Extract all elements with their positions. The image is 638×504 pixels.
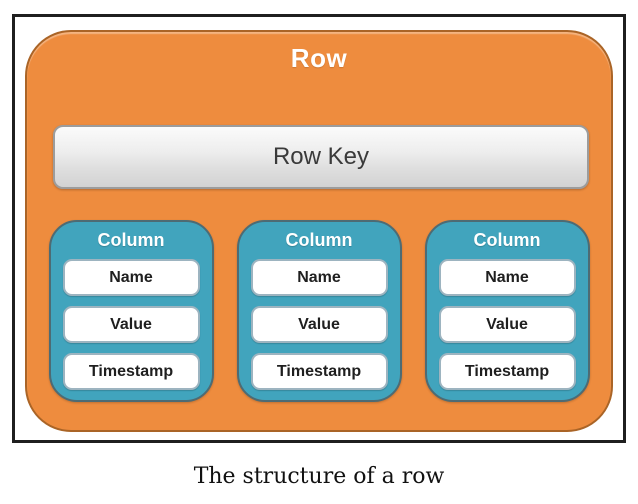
field-name: Name (62, 259, 200, 296)
field-name: Name (438, 259, 576, 296)
field-name: Name (250, 259, 388, 296)
column-fields: Name Value Timestamp (239, 259, 400, 400)
column-title: Column (285, 230, 353, 250)
field-timestamp: Timestamp (62, 353, 200, 390)
field-timestamp: Timestamp (250, 353, 388, 390)
figure-caption: The structure of a row (193, 464, 445, 489)
column-box-2: Column Name Value Timestamp (236, 220, 402, 402)
column-title: Column (473, 230, 541, 250)
row-container: Row Row Key Column Name Value Timestamp … (25, 30, 613, 432)
column-fields: Name Value Timestamp (51, 259, 212, 400)
column-fields: Name Value Timestamp (427, 259, 588, 400)
row-key-label: Row Key (272, 143, 370, 170)
column-box-3: Column Name Value Timestamp (424, 220, 590, 402)
columns-group: Column Name Value Timestamp Column Name … (27, 220, 611, 402)
row-title: Row (290, 43, 348, 73)
row-key-bar: Row Key (53, 125, 589, 189)
column-title: Column (97, 230, 165, 250)
field-value: Value (250, 306, 388, 343)
diagram-frame: Row Row Key Column Name Value Timestamp … (12, 14, 626, 443)
field-value: Value (62, 306, 200, 343)
field-value: Value (438, 306, 576, 343)
field-timestamp: Timestamp (438, 353, 576, 390)
column-box-1: Column Name Value Timestamp (48, 220, 214, 402)
